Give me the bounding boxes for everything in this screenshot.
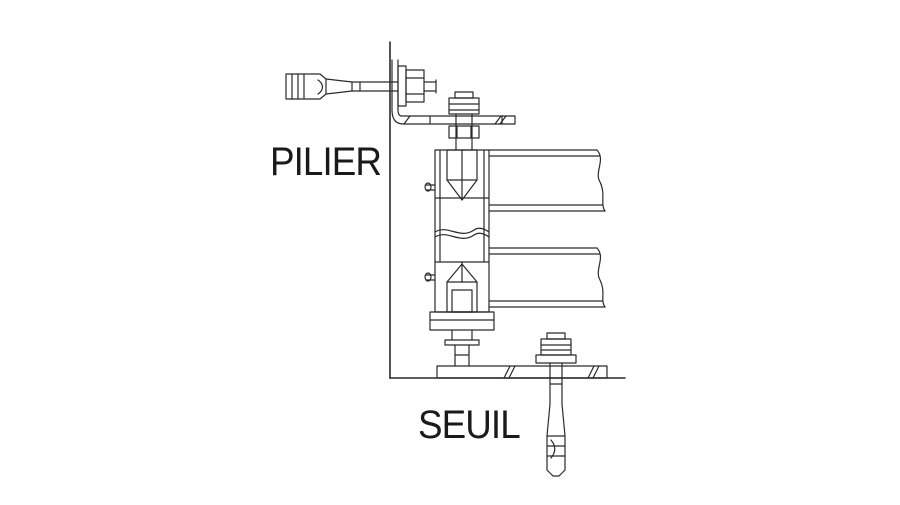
- top-hinge-bolt: [449, 92, 479, 150]
- hinge-middle-break: [435, 198, 489, 262]
- floor-anchor-bolt-icon: [536, 333, 576, 476]
- base-plate: [437, 366, 607, 378]
- hinge-lower-body: [425, 262, 489, 312]
- threshold-label: SEUIL: [418, 403, 521, 447]
- wall-anchor-bolt-icon: [286, 66, 436, 106]
- bottom-pivot: [430, 312, 494, 366]
- hinge-upper-body: [425, 150, 489, 200]
- top-bracket: [392, 60, 515, 124]
- gate-frame-upper-tube: [489, 150, 605, 211]
- pillar-label: PILIER: [270, 140, 382, 184]
- gate-frame-lower-tube: [489, 248, 605, 307]
